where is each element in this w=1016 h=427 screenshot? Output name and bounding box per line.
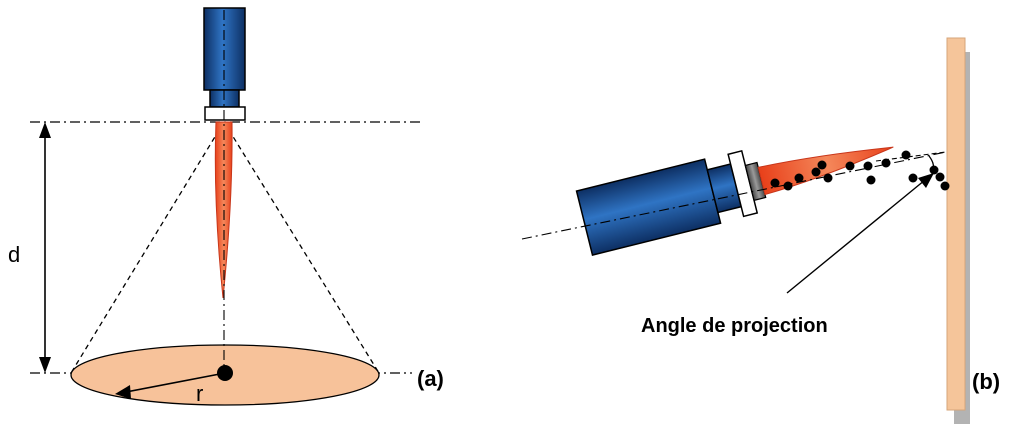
spray-cone-left bbox=[70, 121, 225, 374]
particle bbox=[845, 161, 855, 171]
particle bbox=[901, 150, 911, 160]
panel-b bbox=[521, 37, 970, 424]
spray-cone-right bbox=[223, 121, 380, 374]
particle bbox=[929, 165, 939, 175]
particle bbox=[881, 158, 891, 168]
particle bbox=[908, 173, 918, 183]
distance-label: d bbox=[8, 242, 21, 267]
distance-arrow-head-bottom bbox=[39, 357, 51, 373]
flame-plume-tilted bbox=[757, 146, 894, 196]
angle-of-projection-label: Angle de projection bbox=[641, 315, 828, 337]
particle bbox=[783, 181, 793, 191]
radius-arrow-head bbox=[115, 385, 131, 399]
panel-b-label: (b) bbox=[972, 369, 1001, 394]
particle bbox=[823, 173, 833, 183]
spray-particles bbox=[770, 150, 950, 191]
radius-label: r bbox=[196, 381, 204, 406]
particle bbox=[935, 172, 945, 182]
radius-arrow-shaft bbox=[125, 372, 226, 393]
panel-a bbox=[30, 7, 422, 406]
angle-arc bbox=[928, 155, 935, 173]
particle bbox=[940, 181, 950, 191]
angle-callout-arrowhead bbox=[918, 173, 934, 188]
particle bbox=[863, 161, 873, 171]
angle-callout-line bbox=[786, 179, 926, 294]
torch-body-horizontal bbox=[575, 158, 722, 256]
torch-collar bbox=[204, 106, 246, 121]
particle bbox=[770, 178, 780, 188]
tilted-torch bbox=[575, 146, 894, 256]
particle bbox=[817, 160, 827, 170]
tilted-axis-line bbox=[521, 151, 947, 240]
panel-a-label: (a) bbox=[417, 366, 444, 391]
particle bbox=[866, 175, 876, 185]
distance-arrow-head-top bbox=[39, 122, 51, 138]
substrate-plate bbox=[946, 37, 966, 411]
particle bbox=[811, 167, 821, 177]
particle bbox=[794, 173, 804, 183]
